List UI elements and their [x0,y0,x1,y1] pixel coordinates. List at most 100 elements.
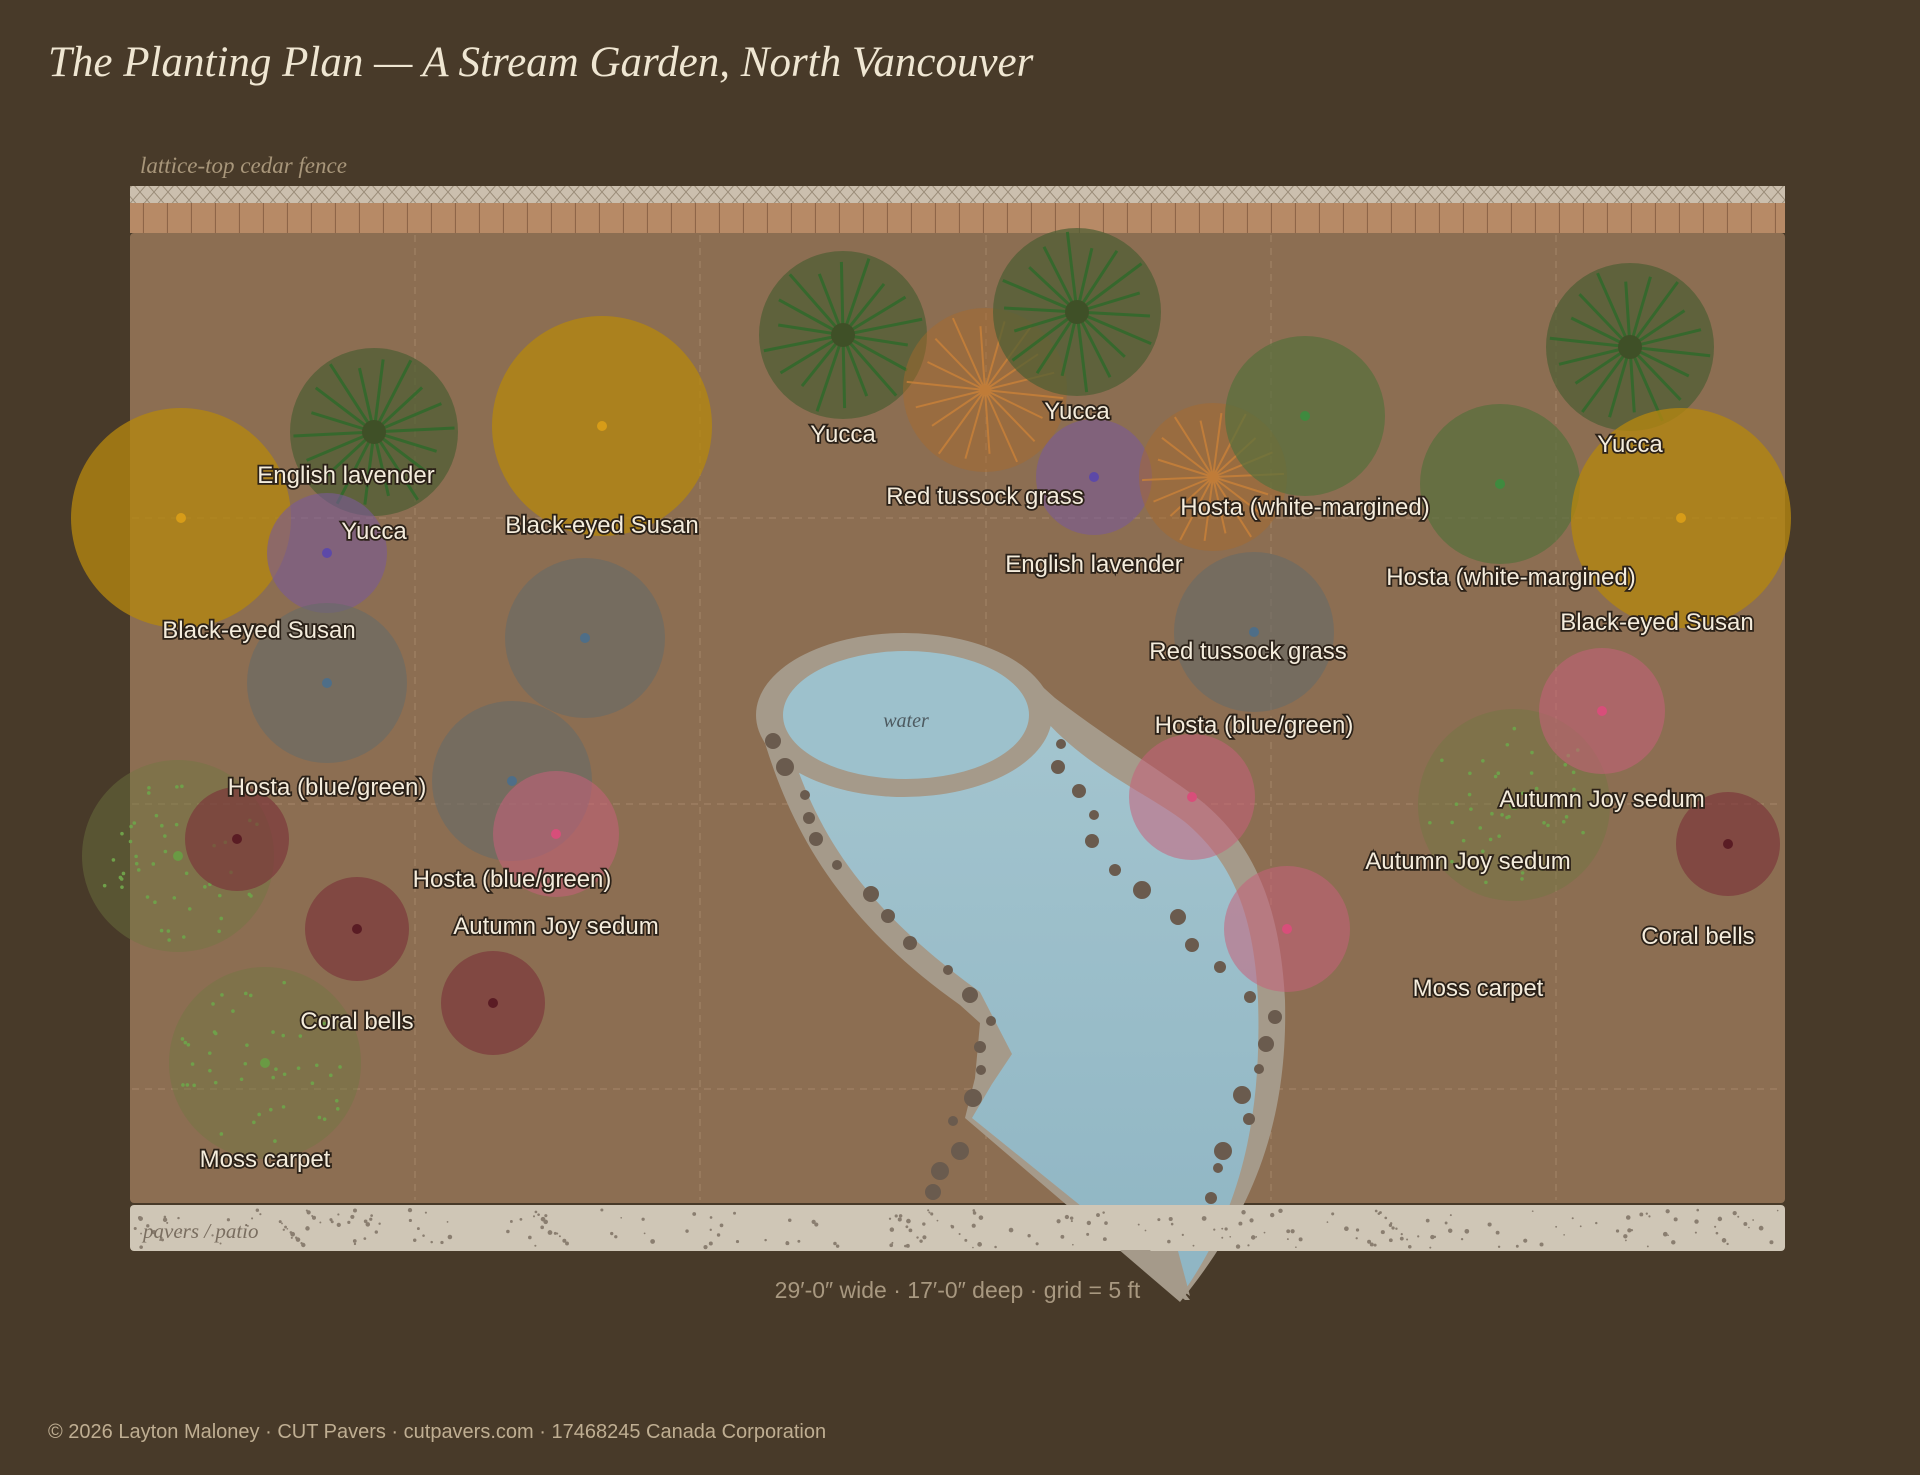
leaf-blade [1179,476,1214,541]
moss-speck [273,1139,277,1143]
leaf-blade [1169,476,1214,517]
plant-center-dot [362,420,386,444]
leaf-blade [778,298,844,337]
moss-speck [163,849,168,854]
patio-speck [424,1211,427,1214]
patio-speck [246,1224,249,1227]
leaf-blade [842,333,908,372]
patio-speck [1072,1243,1074,1246]
moss-speck [120,831,124,836]
leaf-blade [841,334,898,397]
plant-coral [1676,792,1780,896]
leaf-blade [1076,310,1152,346]
leaf-blade [1011,310,1078,362]
patio-speck [610,1231,614,1236]
patio-speck [447,1234,453,1240]
patio-speck [814,1222,819,1227]
moss-speck [219,1132,224,1136]
moss-speck [172,896,177,900]
plant-center-dot [1208,472,1218,482]
leaf-blade [1628,281,1679,348]
plant-center-dot [352,924,362,934]
patio-speck [251,1217,254,1220]
stream-pebbles [765,733,1282,1204]
moss-speck [185,1083,190,1087]
patio-speck [259,1213,262,1216]
leaf-blade [335,431,376,505]
moss-speck [322,1021,326,1026]
plant-label: Coral bells [300,1008,413,1035]
patio-speck [905,1225,909,1229]
plant-center-dot [1249,627,1259,637]
moss-speck [271,1075,275,1080]
patio-speck [1380,1230,1385,1235]
plant-hosta-white [1420,404,1580,564]
plant-center-dot [507,776,517,786]
patio-speck [1064,1214,1070,1220]
patio-speck [1696,1208,1700,1212]
leaf-blade [1035,311,1079,375]
stream-water [788,700,1259,1290]
plant-center-dot [1509,800,1519,810]
patio-speck [1355,1228,1360,1232]
patio-speck [151,1230,157,1235]
patio-speck [138,1216,143,1221]
moss-speck [1581,830,1585,835]
plants-layer [71,228,1791,1159]
patio-speck [532,1215,536,1218]
patio-speck [1157,1218,1161,1222]
patio-speck [1069,1216,1074,1220]
leaf-blade [984,389,1019,463]
patio-speck [363,1219,368,1224]
patio-speck [1555,1225,1558,1228]
patio-speck [1102,1237,1107,1242]
patio-speck [1400,1233,1403,1236]
leaf-blade [1549,336,1631,349]
moss-speck [119,877,124,881]
patio-speck [1673,1217,1678,1222]
fence-lattice [130,186,1785,203]
patio-speck [1104,1221,1108,1225]
moss-speck [147,785,151,790]
patio-speck [1645,1212,1648,1215]
patio-speck [290,1231,296,1237]
patio-speck [1286,1229,1291,1234]
moss-speck [1520,791,1525,795]
patio-speck [534,1210,538,1214]
moss-speck [1505,742,1510,747]
patio-speck [1539,1242,1544,1247]
patio-speck [1752,1219,1755,1221]
moss-speck [248,993,253,998]
moss-speck [132,821,137,825]
moss-speck [1546,823,1550,828]
patio-speck [1595,1221,1598,1225]
patio-speck [1715,1231,1719,1235]
plant-label: English lavender [1005,551,1182,578]
moss-speck [151,862,156,866]
patio-speck [1662,1231,1668,1237]
plant-yucca [993,228,1161,396]
leaf-blade [779,333,844,375]
patio-speck [413,1238,417,1242]
patio-speck [972,1246,974,1249]
leaf-blade [373,430,434,478]
leaf-blade [1003,306,1078,314]
patio-speck [927,1209,930,1212]
moss-speck [281,1105,286,1109]
patio-speck [833,1241,837,1246]
plant-label: Autumn Joy sedum [1365,848,1570,875]
patio-speck [305,1226,310,1231]
patio-speck [894,1214,898,1218]
leaf-blade [1042,246,1079,313]
patio-speck [788,1218,792,1223]
plant-label: Yucca [341,518,407,545]
plant-label: Autumn Joy sedum [453,913,658,940]
moss-speck [167,938,171,942]
water-label: water [883,710,929,732]
patio-speck [1201,1216,1207,1221]
plant-center-dot [322,678,332,688]
leaf-blade [815,334,845,412]
patio-speck [1290,1229,1295,1234]
patio-speck [509,1220,513,1223]
moss-speck [134,854,138,859]
